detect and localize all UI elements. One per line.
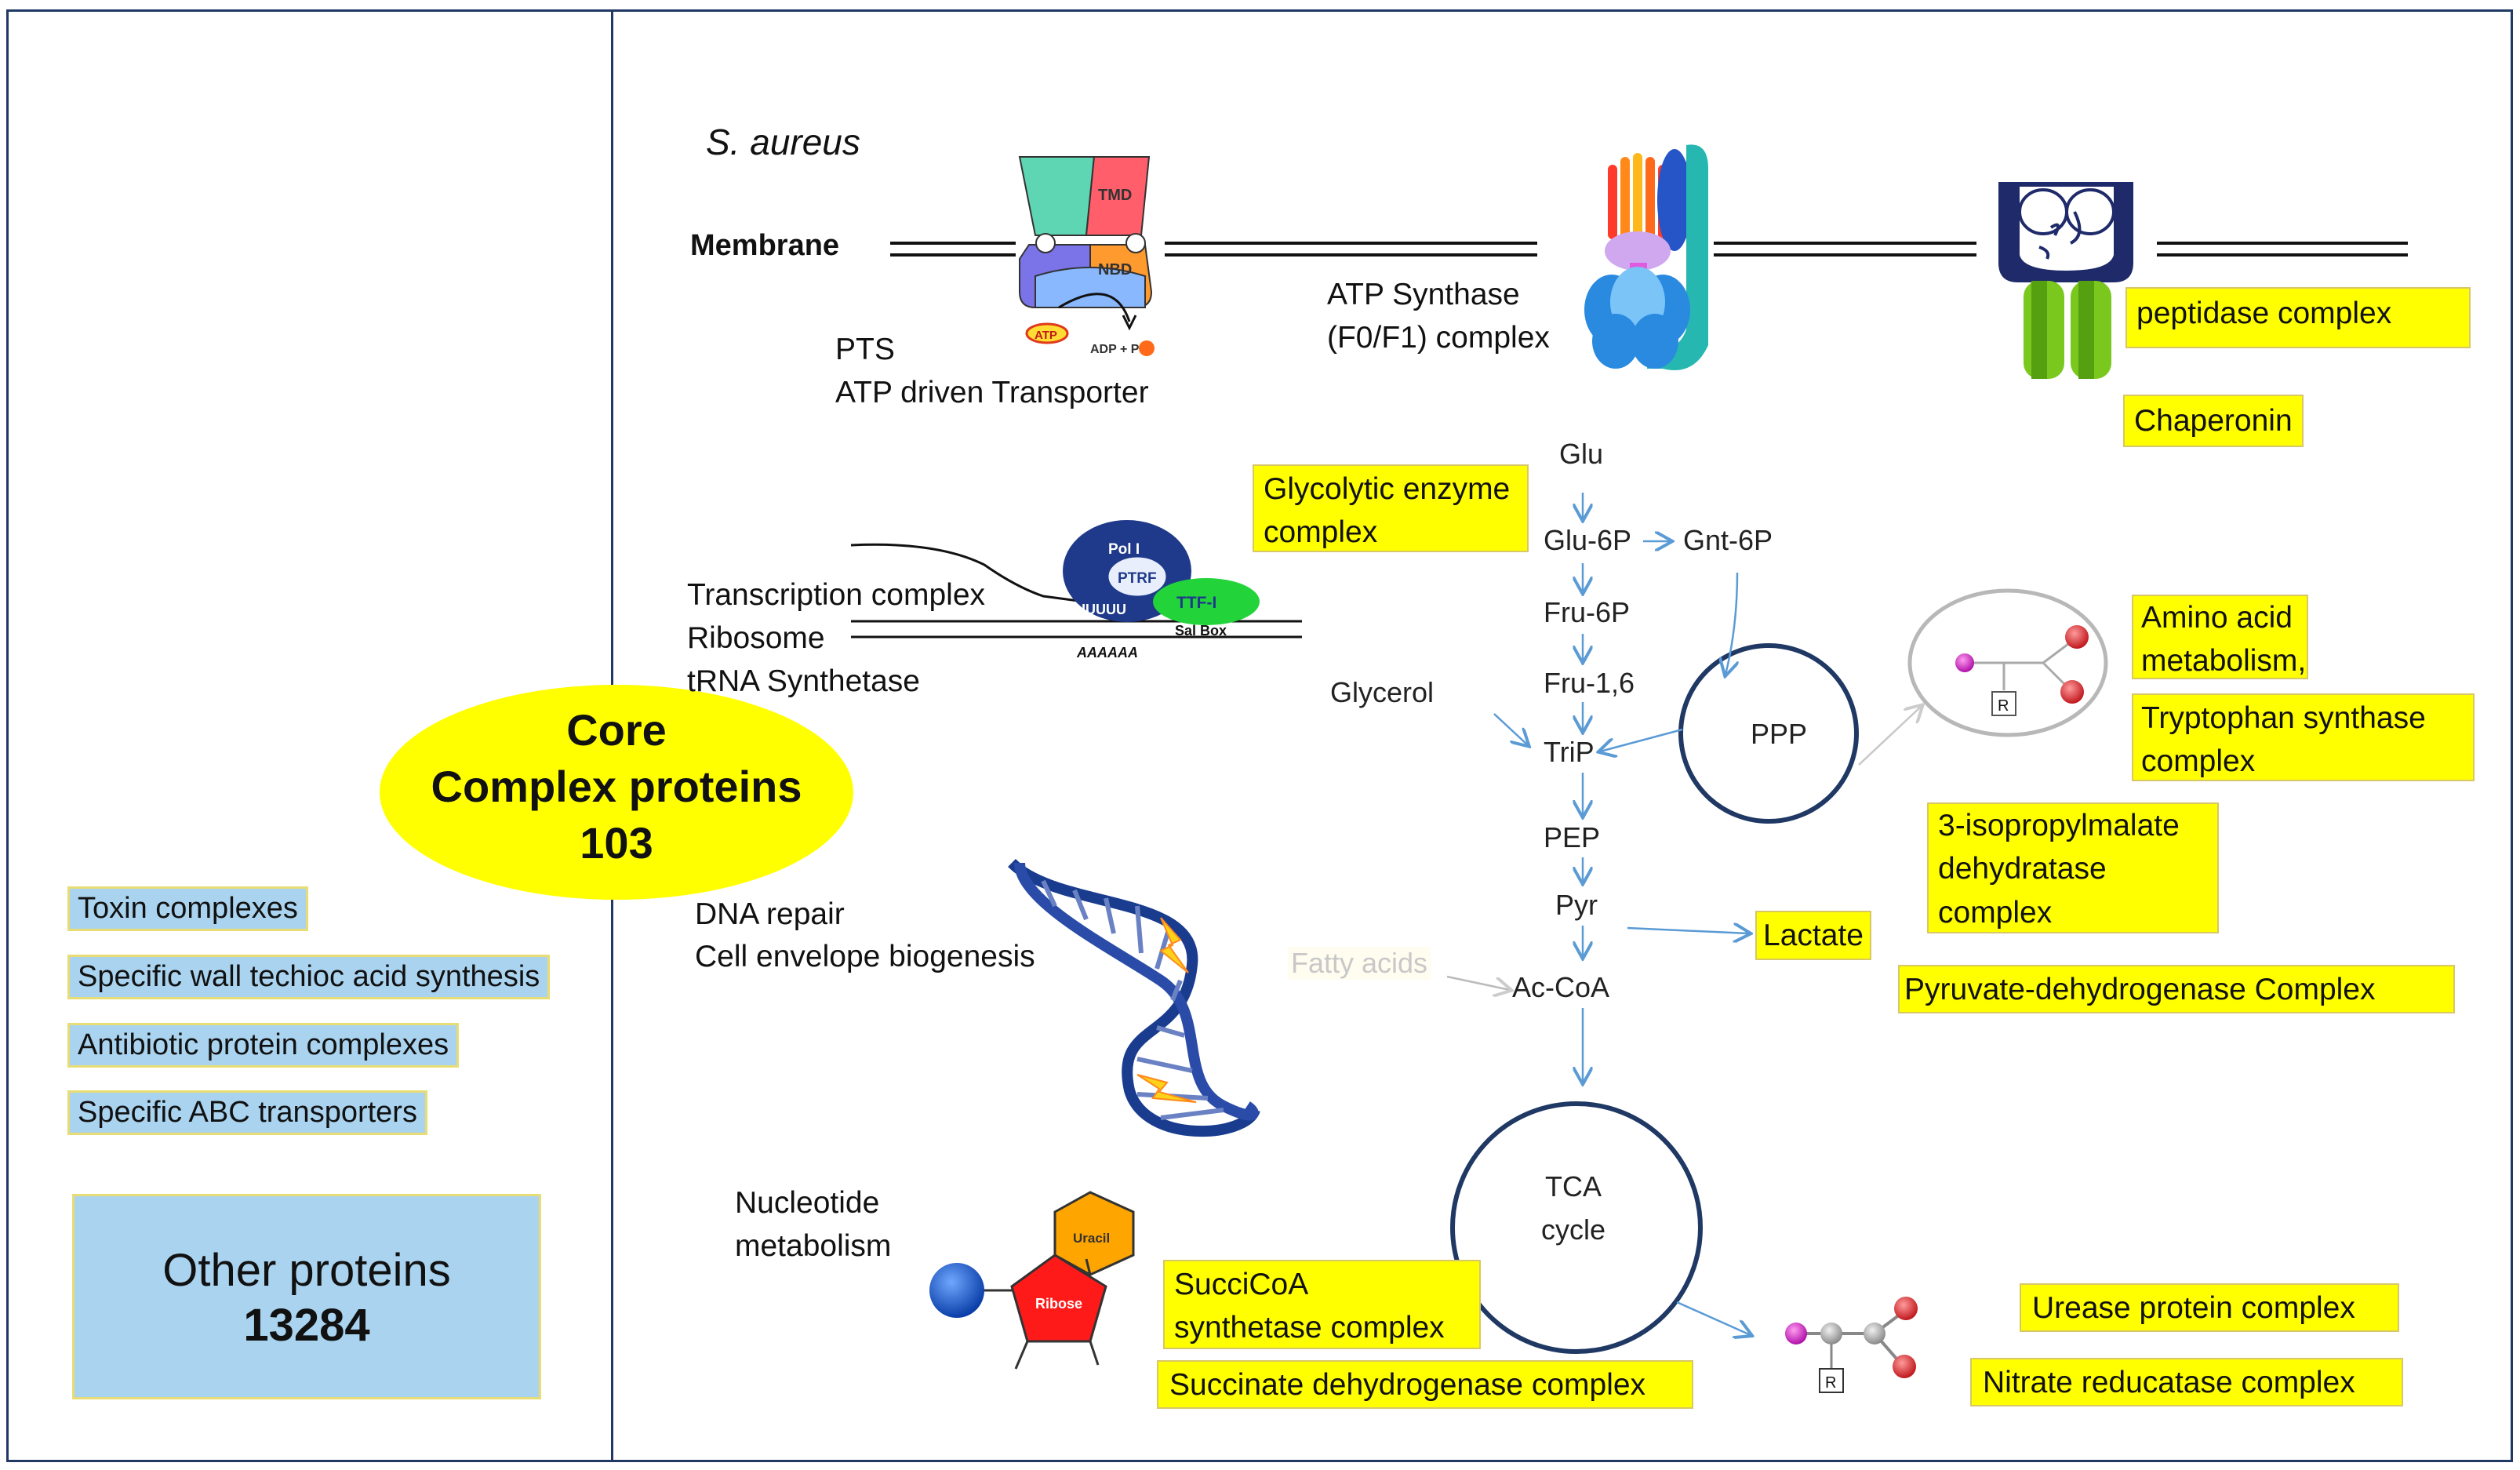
transcription-icon: Pol I PTRF UUUUUU TTF-I Sal Box AAAAAA [850,520,1302,660]
succinate-dehydrogenase-complex: Succinate dehydrogenase complex [1157,1360,1693,1409]
succicoa-synthetase-complex: SucciCoA synthetase complex [1163,1260,1481,1349]
abc-transporter-icon: TMD NBD ATP ADP + P [1018,156,1155,356]
tca-cycle-label: cycle [1541,1213,1606,1246]
nucleotide-label: Nucleotide [735,1186,880,1220]
amino-acid-line2: metabolism, [2141,644,2307,679]
membrane-label: Membrane [690,229,840,262]
met-fru16: Fru-1,6 [1544,667,1635,699]
svg-text:ATP: ATP [1035,329,1057,342]
svg-text:TMD: TMD [1098,187,1132,204]
amino-acid-ellipse-icon: R [1907,588,2108,737]
svg-text:R: R [1998,697,2009,715]
atp-synthase-sub: (F0/F1) complex [1327,321,1550,355]
atp-synthase-icon [1584,144,1708,370]
outer-frame [6,9,2513,1462]
pts-label: PTS [835,333,895,366]
nucleotide-metabolism-label: metabolism [735,1229,892,1263]
isopropylmalate-line1: 3-isopropylmalate [1938,809,2180,842]
svg-text:Uracil: Uracil [1073,1231,1110,1246]
category-antibiotic: Antibiotic protein complexes [67,1023,460,1068]
category-toxin: Toxin complexes [67,886,308,931]
organism-title: S. aureus [706,122,860,162]
met-fatty-acids: Fatty acids [1288,947,1431,980]
isopropylmalate-line3: complex [1938,895,2053,930]
category-wall-acid: Specific wall techioc acid synthesis [67,955,551,999]
amino-acid-icon: R [1785,1297,1918,1393]
nucleotide-icon: Ribose Uracil [929,1191,1135,1370]
met-lactate: Lactate [1755,911,1871,961]
met-fru6p: Fru-6P [1544,596,1631,628]
urease-protein-complex: Urease protein complex [2020,1283,2399,1332]
membrane-lines [890,242,2408,257]
met-accoa: Ac-CoA [1512,971,1610,1003]
svg-text:PTRF: PTRF [1118,570,1157,587]
tca-label: TCA [1545,1170,1602,1203]
succicoa-line2: synthetase complex [1174,1311,1445,1345]
core-count: 103 [580,818,653,868]
svg-text:TTF-I: TTF-I [1176,594,1216,612]
peptidase-complex: peptidase complex [2125,287,2471,348]
met-trip: TriP [1544,736,1595,768]
pyruvate-dehydrogenase-complex: Pyruvate-dehydrogenase Complex [1898,965,2455,1013]
atp-transporter-label: ATP driven Transporter [835,376,1149,409]
core-complex-label: Core Complex proteins 103 [380,702,853,871]
ppp-circle [1678,643,1859,824]
pathway-arrows [1446,493,1922,1335]
atp-synthase-label: ATP Synthase [1327,278,1520,311]
dna-repair-label: DNA repair [695,897,845,931]
met-pyr: Pyr [1555,889,1598,921]
cell-envelope-label: Cell envelope biogenesis [695,940,1035,973]
svg-text:Sal Box: Sal Box [1175,623,1227,639]
other-proteins-count: 13284 [243,1300,370,1351]
transcription-label: Transcription complex [687,578,986,612]
svg-text:R: R [1825,1374,1836,1392]
met-gnt6p: Gnt-6P [1683,524,1773,556]
tryptophan-line1: Tryptophan synthase [2141,701,2426,735]
other-proteins-label: Other proteins [162,1245,451,1296]
category-abc: Specific ABC transporters [67,1090,427,1135]
svg-text:UUUUUU: UUUUUU [1065,602,1126,617]
amino-acid-line1: Amino acid [2141,601,2293,635]
met-glu: Glu [1559,438,1604,470]
peptidase-icon [1998,182,2133,379]
isopropylmalate-complex: 3-isopropylmalate dehydratase complex [1927,802,2219,933]
met-glu6p: Glu-6P [1544,524,1632,556]
tryptophan-line2: complex [2141,744,2256,779]
tca-circle [1450,1101,1703,1354]
svg-text:Ribose: Ribose [1035,1296,1082,1312]
other-proteins-box: Other proteins 13284 [72,1194,541,1399]
succicoa-line1: SucciCoA [1174,1268,1309,1301]
met-ppp: PPP [1751,718,1808,750]
tryptophan-synthase-complex: Tryptophan synthase complex [2132,693,2475,781]
trna-label: tRNA Synthetase [687,664,920,698]
isopropylmalate-line2: dehydratase [1938,852,2107,886]
core-title: Core [566,705,667,755]
glycolytic-line1: Glycolytic enzyme [1264,472,1511,506]
core-subtitle: Complex proteins [431,762,802,811]
chaperonin: Chaperonin [2123,395,2304,448]
glycolytic-line2: complex [1264,515,1378,550]
amino-acid-metabolism: Amino acid metabolism, [2132,595,2308,679]
met-pep: PEP [1544,821,1601,853]
svg-text:ADP + P: ADP + P [1090,343,1140,356]
svg-text:Pol I: Pol I [1108,541,1140,558]
ribosome-label: Ribosome [687,621,825,655]
svg-text:NBD: NBD [1098,261,1132,278]
met-glycerol: Glycerol [1330,676,1435,708]
nitrate-reductase-complex: Nitrate reducatase complex [1970,1358,2403,1406]
dna-icon [1008,858,1260,1137]
svg-text:AAAAAA: AAAAAA [1076,645,1138,660]
core-ellipse [380,685,853,900]
glycolytic-enzyme-complex: Glycolytic enzyme complex [1253,464,1529,552]
